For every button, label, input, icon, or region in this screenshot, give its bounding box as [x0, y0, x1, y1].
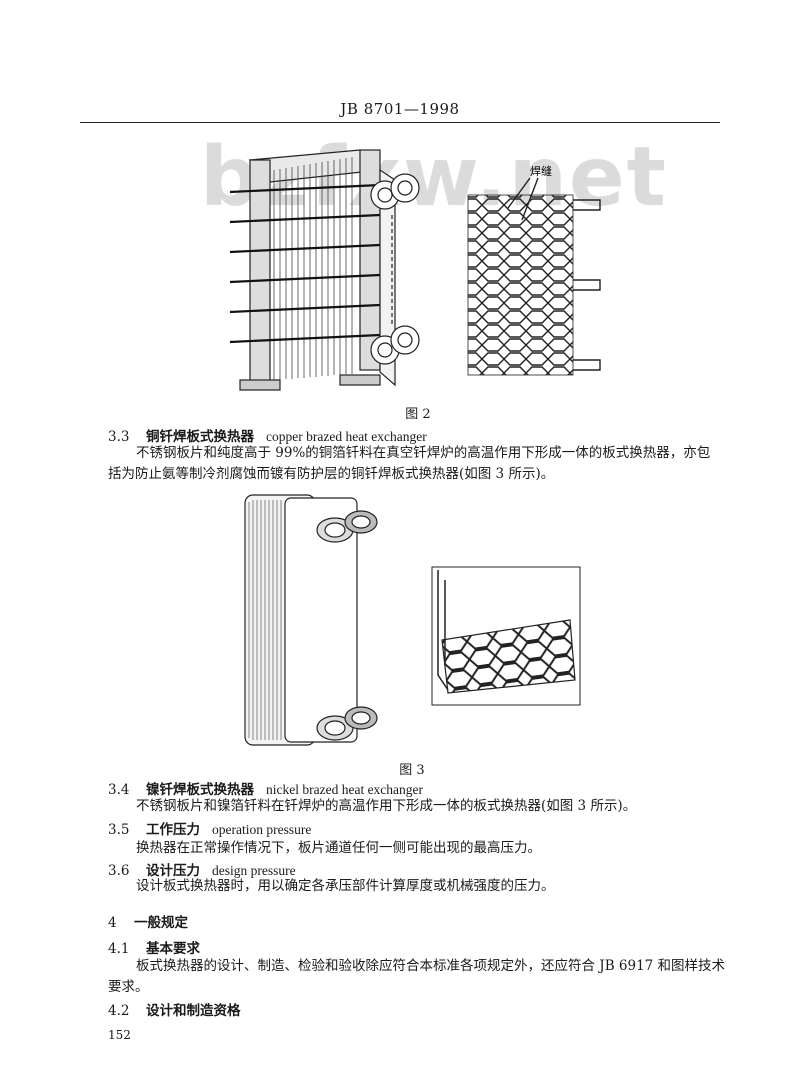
section-title-zh: 设计和制造资格	[146, 1003, 241, 1019]
section-title-zh: 基本要求	[146, 941, 200, 957]
weld-seam-label: 焊缝	[530, 164, 552, 178]
section-4-heading: 4 一般规定	[108, 911, 188, 931]
standard-code: JB 8701—1998	[340, 100, 460, 118]
figure2-weld-section-diagram: 焊缝	[467, 164, 601, 376]
section-title-en: copper brazed heat exchanger	[266, 429, 427, 444]
section-3-3-body-line1: 不锈钢板片和纯度高于 99%的铜箔钎料在真空钎焊炉的高温作用下形成一体的板式换热…	[136, 445, 711, 461]
figure2-exchanger-illustration	[229, 149, 420, 391]
page-number: 152	[108, 1028, 131, 1042]
section-title-zh: 工作压力	[146, 822, 200, 838]
section-number: 4.1	[108, 941, 130, 957]
figure2-caption: 图 2	[405, 407, 431, 422]
section-title-zh: 一般规定	[134, 915, 188, 931]
section-title-zh: 设计压力	[146, 863, 200, 879]
section-3-6-body: 设计板式换热器时，用以确定各承压部件计算厚度或机械强度的压力。	[136, 878, 555, 894]
section-number: 3.6	[108, 863, 130, 879]
section-number: 4	[108, 915, 117, 931]
section-3-3-heading: 3.3 铜钎焊板式换热器 copper brazed heat exchanger	[108, 425, 427, 445]
header-rule	[80, 122, 720, 123]
section-number: 4.2	[108, 1003, 130, 1019]
section-3-5-heading: 3.5 工作压力 operation pressure	[108, 818, 311, 838]
section-number: 3.4	[108, 782, 130, 798]
section-3-3-body-line2: 括为防止氨等制冷剂腐蚀而镀有防护层的铜钎焊板式换热器(如图 3 所示)。	[108, 466, 555, 482]
figure3-brazed-exchanger-illustration	[244, 494, 378, 746]
section-4-1-heading: 4.1 基本要求	[108, 937, 200, 957]
figure3-caption: 图 3	[399, 763, 425, 778]
section-3-4-body: 不锈钢板片和镍箔钎料在钎焊炉的高温作用下形成一体的板式换热器(如图 3 所示)。	[136, 798, 637, 814]
figure3-honeycomb-section-diagram	[431, 566, 581, 706]
section-4-1-body-line1: 板式换热器的设计、制造、检验和验收除应符合本标准各项规定外，还应符合 JB 69…	[136, 958, 726, 974]
section-4-2-heading: 4.2 设计和制造资格	[108, 999, 241, 1019]
section-3-6-heading: 3.6 设计压力 design pressure	[108, 859, 296, 879]
section-title-en: nickel brazed heat exchanger	[266, 782, 424, 797]
section-number: 3.5	[108, 822, 130, 838]
section-3-5-body: 换热器在正常操作情况下，板片通道任何一侧可能出现的最高压力。	[136, 840, 541, 856]
section-title-en: design pressure	[212, 863, 296, 878]
section-title-zh: 镍钎焊板式换热器	[146, 782, 254, 798]
section-number: 3.3	[108, 429, 130, 445]
section-title-zh: 铜钎焊板式换热器	[146, 429, 254, 445]
section-title-en: operation pressure	[212, 822, 312, 837]
section-4-1-body-line2: 要求。	[108, 979, 149, 995]
section-3-4-heading: 3.4 镍钎焊板式换热器 nickel brazed heat exchanger	[108, 778, 423, 798]
